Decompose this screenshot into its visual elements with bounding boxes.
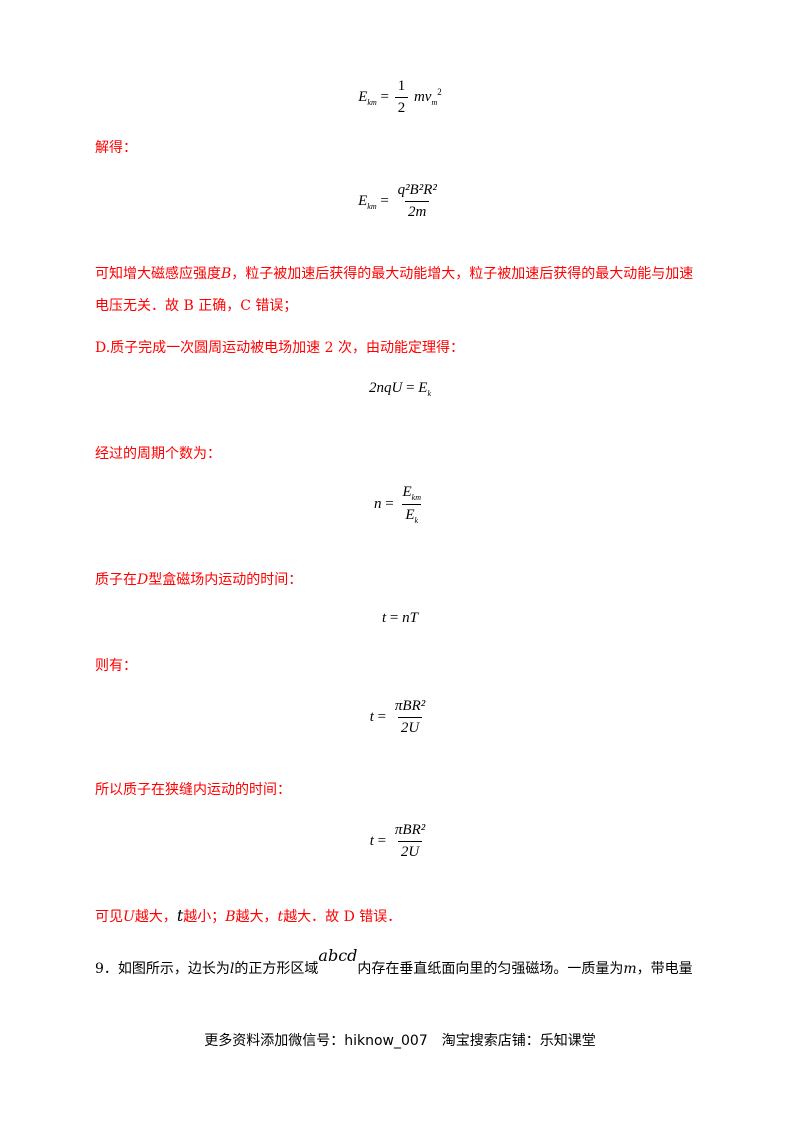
equation-energy-theorem: 2nqU = Ek [368, 380, 432, 398]
question-9-text: 9．如图所示，边长为l的正方形区域abcd内存在垂直纸面向里的匀强磁场。一质量为… [95, 946, 693, 977]
equation-time-gap: t = πBR² 2U [0, 822, 800, 861]
paragraph-conclusion: 可见U越大，t越小；B越大，t越大．故 D 错误． [95, 906, 402, 925]
equation-t-nT: t = nT [382, 610, 418, 626]
label-jiede: 解得： [95, 140, 137, 156]
equation-period-count: n = Ekm Ek [0, 484, 800, 525]
paragraph-b-analysis-line1: 可知增大磁感应强度B，粒子被加速后获得的最大动能增大，粒子被加速后获得的最大动能… [95, 266, 694, 282]
fraction-ekm: q²B²R² 2m [397, 182, 437, 220]
paragraph-b-analysis-line2: 电压无关．故 B 正确，C 错误； [95, 298, 298, 314]
fraction-pibr2-over-2u-2: πBR² 2U [394, 822, 426, 860]
label-gap-time: 所以质子在狭缝内运动的时间： [95, 782, 291, 798]
page-footer: 更多资料添加微信号：hiknow_007 淘宝搜索店铺：乐知课堂 [204, 1033, 596, 1049]
equation-max-kinetic-energy: Ekm = 1 2 mvm2 [358, 78, 442, 117]
label-period-count: 经过的周期个数为： [95, 446, 221, 462]
label-zeyou: 则有： [95, 658, 137, 674]
fraction-half: 1 2 [394, 78, 409, 117]
paragraph-option-d: D.质子完成一次圆周运动被电场加速 2 次，由动能定理得： [95, 340, 464, 356]
label-d-box-time: 质子在D型盒磁场内运动的时间： [95, 572, 303, 588]
fraction-pibr2-over-2u: πBR² 2U [394, 698, 426, 736]
fraction-ekm-over-ek: Ekm Ek [402, 484, 422, 525]
equation-ekm-result: Ekm = q²B²R² 2m [0, 182, 800, 221]
equation-time-magnetic: t = πBR² 2U [0, 698, 800, 737]
